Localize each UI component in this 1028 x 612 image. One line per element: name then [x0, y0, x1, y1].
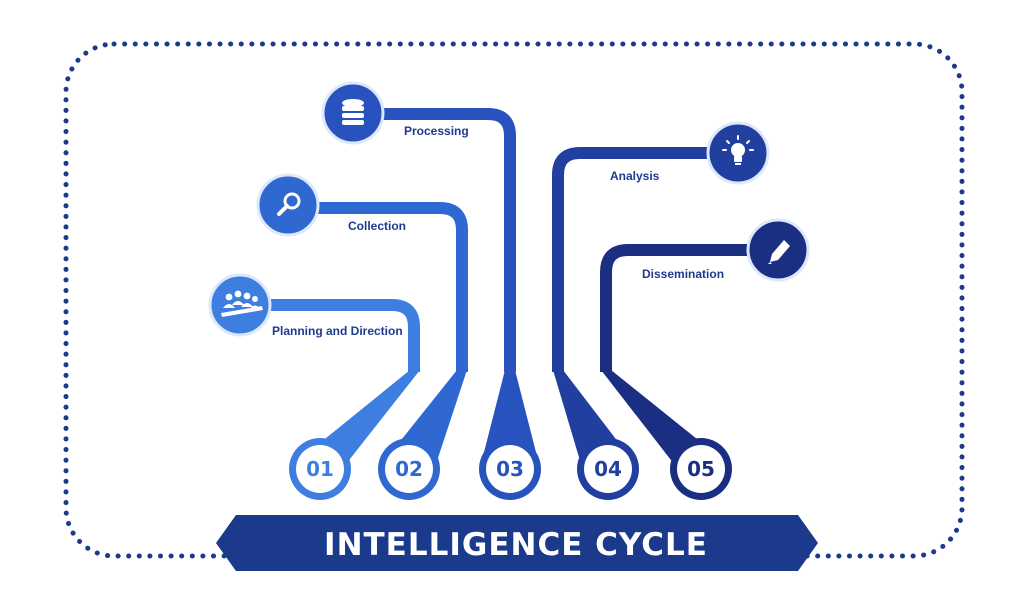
team-icon: [221, 290, 263, 317]
connector-01: [268, 299, 420, 372]
banner-shape: [216, 515, 818, 571]
connector-04: [552, 147, 715, 372]
step-number-05: 05: [687, 457, 715, 481]
dotted-frame: [63, 41, 965, 559]
step-number-04: 04: [594, 457, 622, 481]
connector-02: [304, 202, 468, 372]
pencil-icon: [768, 240, 790, 264]
step-04: 04 Analysis: [552, 121, 770, 500]
banner-title: INTELLIGENCE CYCLE: [324, 527, 708, 563]
step-05: 05 Dissemination: [600, 218, 810, 500]
step-label-01: Planning and Direction: [272, 324, 403, 338]
connector-05: [600, 244, 760, 372]
database-icon: [342, 99, 364, 125]
lightbulb-icon: [722, 135, 754, 165]
step-label-03: Processing: [404, 124, 469, 138]
step-number-01: 01: [306, 457, 334, 481]
magnifier-icon: [277, 192, 301, 216]
step-label-02: Collection: [348, 219, 406, 233]
title-banner: INTELLIGENCE CYCLE: [216, 515, 818, 571]
step-03: 03 Processing: [321, 81, 541, 500]
connector-03: [380, 108, 516, 372]
step-01: 01 Planning and Direction: [208, 273, 420, 500]
step-number-02: 02: [395, 457, 423, 481]
funnel-03: [481, 370, 539, 464]
step-label-05: Dissemination: [642, 267, 724, 281]
step-label-04: Analysis: [610, 169, 660, 183]
step-02: 02 Collection: [256, 173, 468, 500]
step-number-03: 03: [496, 457, 524, 481]
